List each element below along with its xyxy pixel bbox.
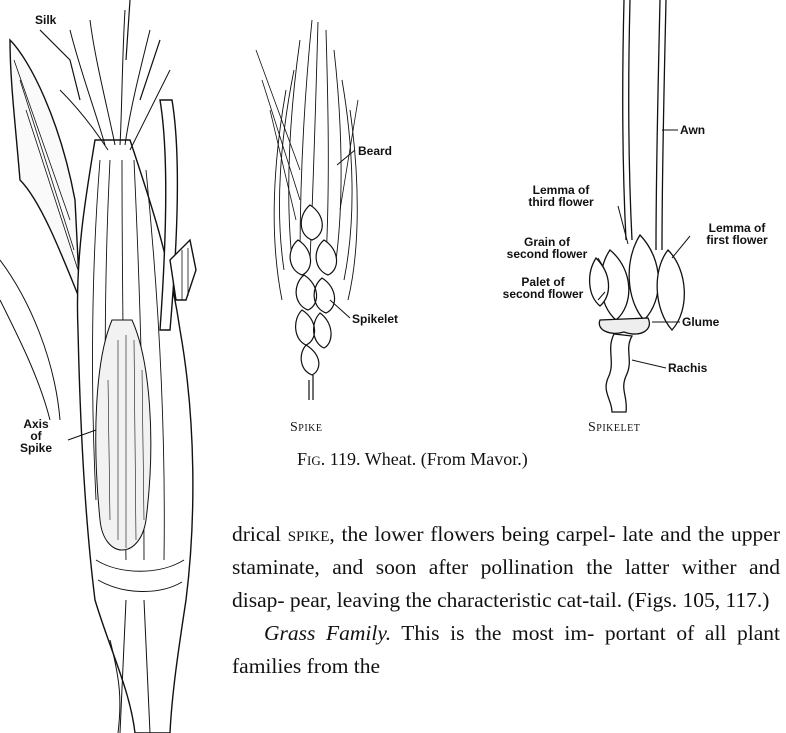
label-axis-of-spike: Axis of Spike	[8, 418, 64, 454]
caption-spike: Spike	[290, 420, 323, 436]
label-grain-second-flower: Grain of second flower	[492, 236, 602, 260]
label-lemma-third-line2: third flower	[500, 196, 622, 208]
figure-title: Wheat. (From Mavor.)	[365, 449, 528, 469]
body-text: drical spike, the lower flowers being ca…	[232, 518, 780, 683]
caption-spikelet: Spikelet	[588, 420, 640, 436]
wheat-spike-drawing	[256, 20, 358, 400]
figure-caption: Fig. 119. Wheat. (From Mavor.)	[297, 449, 528, 470]
label-spikelet: Spikelet	[352, 313, 398, 325]
paragraph-cattail: drical spike, the lower flowers being ca…	[232, 518, 780, 617]
corn-ear-drawing	[0, 0, 196, 733]
paragraph-grass-family: Grass Family. This is the most im- porta…	[232, 617, 780, 683]
label-lemma-first-line2: first flower	[690, 234, 784, 246]
label-palet-second-line2: second flower	[488, 288, 598, 300]
label-lemma-third-flower: Lemma of third flower	[500, 184, 622, 208]
label-glume: Glume	[682, 316, 719, 328]
label-beard: Beard	[358, 145, 392, 157]
label-silk: Silk	[35, 14, 56, 26]
term-spike: spike	[288, 522, 330, 546]
heading-grass-family: Grass Family.	[264, 621, 391, 645]
label-awn: Awn	[680, 124, 705, 136]
label-lemma-first-flower: Lemma of first flower	[690, 222, 784, 246]
paragraph-cattail-start: drical	[232, 522, 288, 546]
label-rachis: Rachis	[668, 362, 707, 374]
label-axis-line3: Spike	[8, 442, 64, 454]
label-palet-second-flower: Palet of second flower	[488, 276, 598, 300]
figure-number: Fig. 119.	[297, 449, 361, 469]
label-grain-second-line2: second flower	[492, 248, 602, 260]
